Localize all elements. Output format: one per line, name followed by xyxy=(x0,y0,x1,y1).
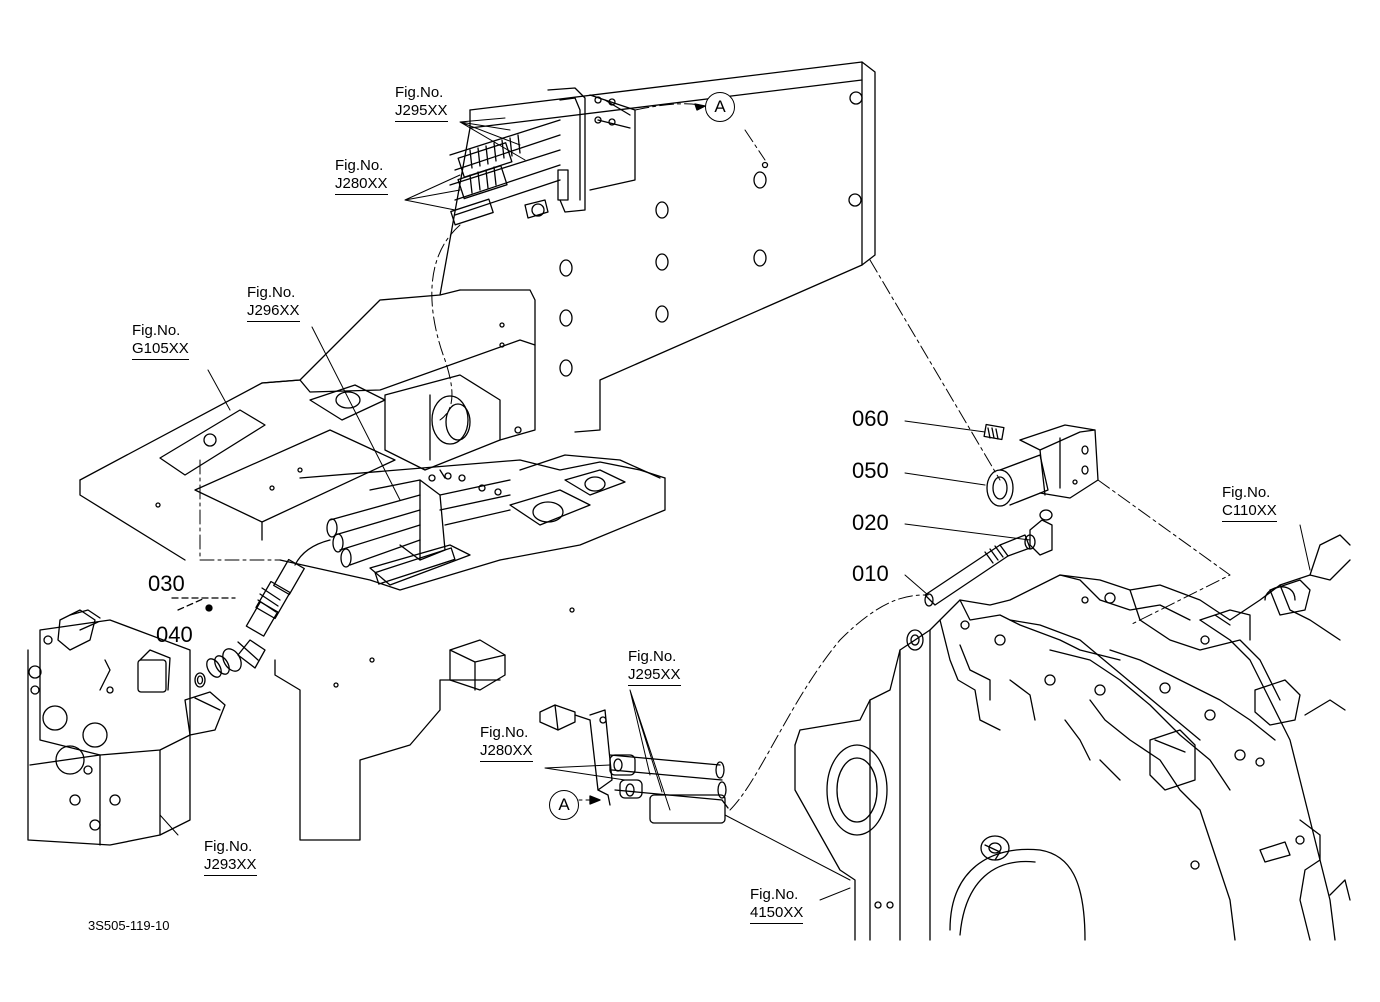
callout-fig-label: Fig.No. xyxy=(1222,484,1271,501)
callout-fig-label: Fig.No. xyxy=(132,322,181,339)
callout-fig-number: 4150XX xyxy=(750,904,804,924)
elbow-fitting-030 xyxy=(206,639,266,678)
callout-g105: Fig.No. G105XX xyxy=(132,322,189,360)
middle-pipe-bracket xyxy=(326,472,511,585)
callout-fig-number: G105XX xyxy=(132,340,189,360)
frame-rail-upper xyxy=(261,61,876,441)
part-040-dot xyxy=(205,604,213,612)
callout-j295-top: Fig.No. J295XX xyxy=(395,84,448,122)
part-number-040: 040 xyxy=(156,622,193,647)
callout-j280-top: Fig.No. J280XX xyxy=(335,157,388,195)
callout-fig-label: Fig.No. xyxy=(750,886,799,903)
part-number-060: 060 xyxy=(852,406,889,431)
reference-marker-a-bottom: A xyxy=(549,790,579,820)
hose-assembly xyxy=(245,539,331,637)
callout-4150: Fig.No. 4150XX xyxy=(750,886,804,924)
assembly-lines xyxy=(199,103,1231,811)
elbow-020 xyxy=(1024,509,1053,556)
callout-fig-number: J296XX xyxy=(247,302,300,322)
part-number-010: 010 xyxy=(852,561,889,586)
part-number-050: 050 xyxy=(852,458,889,483)
callout-j280-bottom: Fig.No. J280XX xyxy=(480,724,533,762)
callout-c110: Fig.No. C110XX xyxy=(1222,484,1277,522)
pipe-010 xyxy=(924,534,1031,607)
solenoid-body-050 xyxy=(986,424,1099,507)
callout-fig-label: Fig.No. xyxy=(395,84,444,101)
callout-fig-label: Fig.No. xyxy=(480,724,529,741)
arrow-head-bottom xyxy=(589,795,601,805)
callout-j293: Fig.No. J293XX xyxy=(204,838,257,876)
transmission-case xyxy=(794,534,1351,941)
upper-pipe-bracket xyxy=(449,87,636,226)
frame-chassis-lower xyxy=(79,339,666,841)
callout-fig-label: Fig.No. xyxy=(628,648,677,665)
callout-fig-number: J295XX xyxy=(628,666,681,686)
callout-j295-bottom: Fig.No. J295XX xyxy=(628,648,681,686)
part-number-030: 030 xyxy=(148,571,185,596)
part-number-020: 020 xyxy=(852,510,889,535)
callout-fig-number: J280XX xyxy=(480,742,533,762)
callout-fig-number: J280XX xyxy=(335,175,388,195)
callout-fig-number: C110XX xyxy=(1222,502,1277,522)
arrow-head-top xyxy=(694,103,706,111)
callout-fig-label: Fig.No. xyxy=(335,157,384,174)
callout-fig-number: J293XX xyxy=(204,856,257,876)
callout-j296: Fig.No. J296XX xyxy=(247,284,300,322)
lower-pipe-bracket xyxy=(539,704,729,824)
bolt-060 xyxy=(983,423,1005,441)
leader-lines xyxy=(159,117,1311,901)
drawing-code: 3S505-119-10 xyxy=(88,918,170,933)
control-valve-block xyxy=(27,609,226,846)
callout-fig-label: Fig.No. xyxy=(204,838,253,855)
o-ring-040 xyxy=(194,672,206,688)
reference-marker-a-top: A xyxy=(705,92,735,122)
callout-fig-label: Fig.No. xyxy=(247,284,296,301)
callout-fig-number: J295XX xyxy=(395,102,448,122)
